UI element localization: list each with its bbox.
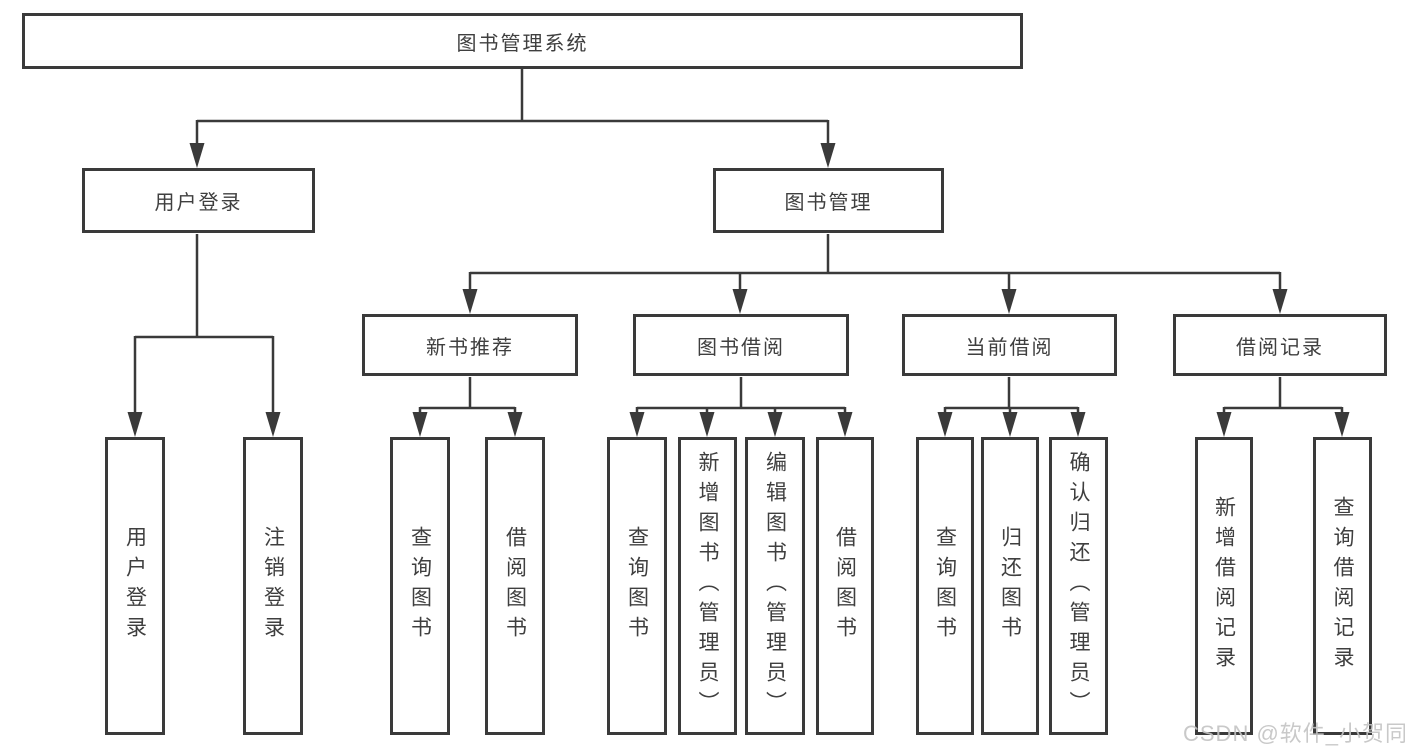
node-label: 查询图书 (933, 526, 957, 646)
node-label: 当前借阅 (965, 336, 1054, 359)
leaf-add-borrow-record: 新增借阅记录 (1195, 437, 1253, 735)
leaf-query-books-current: 查询图书 (916, 437, 974, 735)
node-user-login: 用户登录 (82, 168, 315, 233)
node-label: 新增图书（管理员） (696, 451, 719, 721)
node-current-borrowing: 当前借阅 (902, 314, 1117, 376)
leaf-confirm-return-admin: 确认归还（管理员） (1049, 437, 1108, 735)
leaf-query-borrow-record: 查询借阅记录 (1313, 437, 1372, 735)
leaf-edit-books-admin: 编辑图书（管理员） (745, 437, 805, 735)
leaf-return-books: 归还图书 (981, 437, 1039, 735)
node-label: 借阅记录 (1236, 336, 1324, 359)
node-book-management: 图书管理 (713, 168, 944, 233)
node-label: 新增借阅记录 (1212, 496, 1236, 676)
node-book-borrowing: 图书借阅 (633, 314, 849, 376)
node-label: 查询图书 (625, 526, 649, 646)
node-label: 新书推荐 (426, 336, 514, 359)
node-new-book-recommendation: 新书推荐 (362, 314, 578, 376)
node-label: 用户登录 (154, 192, 243, 214)
leaf-logout: 注销登录 (243, 437, 303, 735)
node-label: 确认归还（管理员） (1067, 451, 1090, 721)
node-label: 借阅图书 (503, 526, 527, 646)
node-label: 借阅图书 (833, 526, 857, 646)
node-label: 编辑图书（管理员） (763, 451, 787, 721)
node-label: 用户登录 (123, 526, 147, 646)
node-label: 图书管理系统 (456, 32, 589, 55)
leaf-borrow-books: 借阅图书 (816, 437, 874, 735)
node-label: 注销登录 (261, 526, 285, 646)
leaf-query-books-recommend: 查询图书 (390, 437, 450, 735)
leaf-query-books-borrowing: 查询图书 (607, 437, 667, 735)
node-label: 查询借阅记录 (1331, 496, 1354, 676)
leaf-user-login: 用户登录 (105, 437, 165, 735)
node-label: 归还图书 (998, 526, 1022, 646)
node-label: 查询图书 (408, 526, 432, 646)
leaf-add-books-admin: 新增图书（管理员） (678, 437, 737, 735)
node-label: 图书借阅 (697, 336, 785, 359)
node-borrowing-records: 借阅记录 (1173, 314, 1387, 376)
node-label: 图书管理 (784, 192, 873, 214)
csdn-watermark: CSDN @软件_小贺同学 (1183, 721, 1405, 746)
leaf-borrow-books-recommend: 借阅图书 (485, 437, 545, 735)
node-library-management-system: 图书管理系统 (22, 13, 1023, 69)
